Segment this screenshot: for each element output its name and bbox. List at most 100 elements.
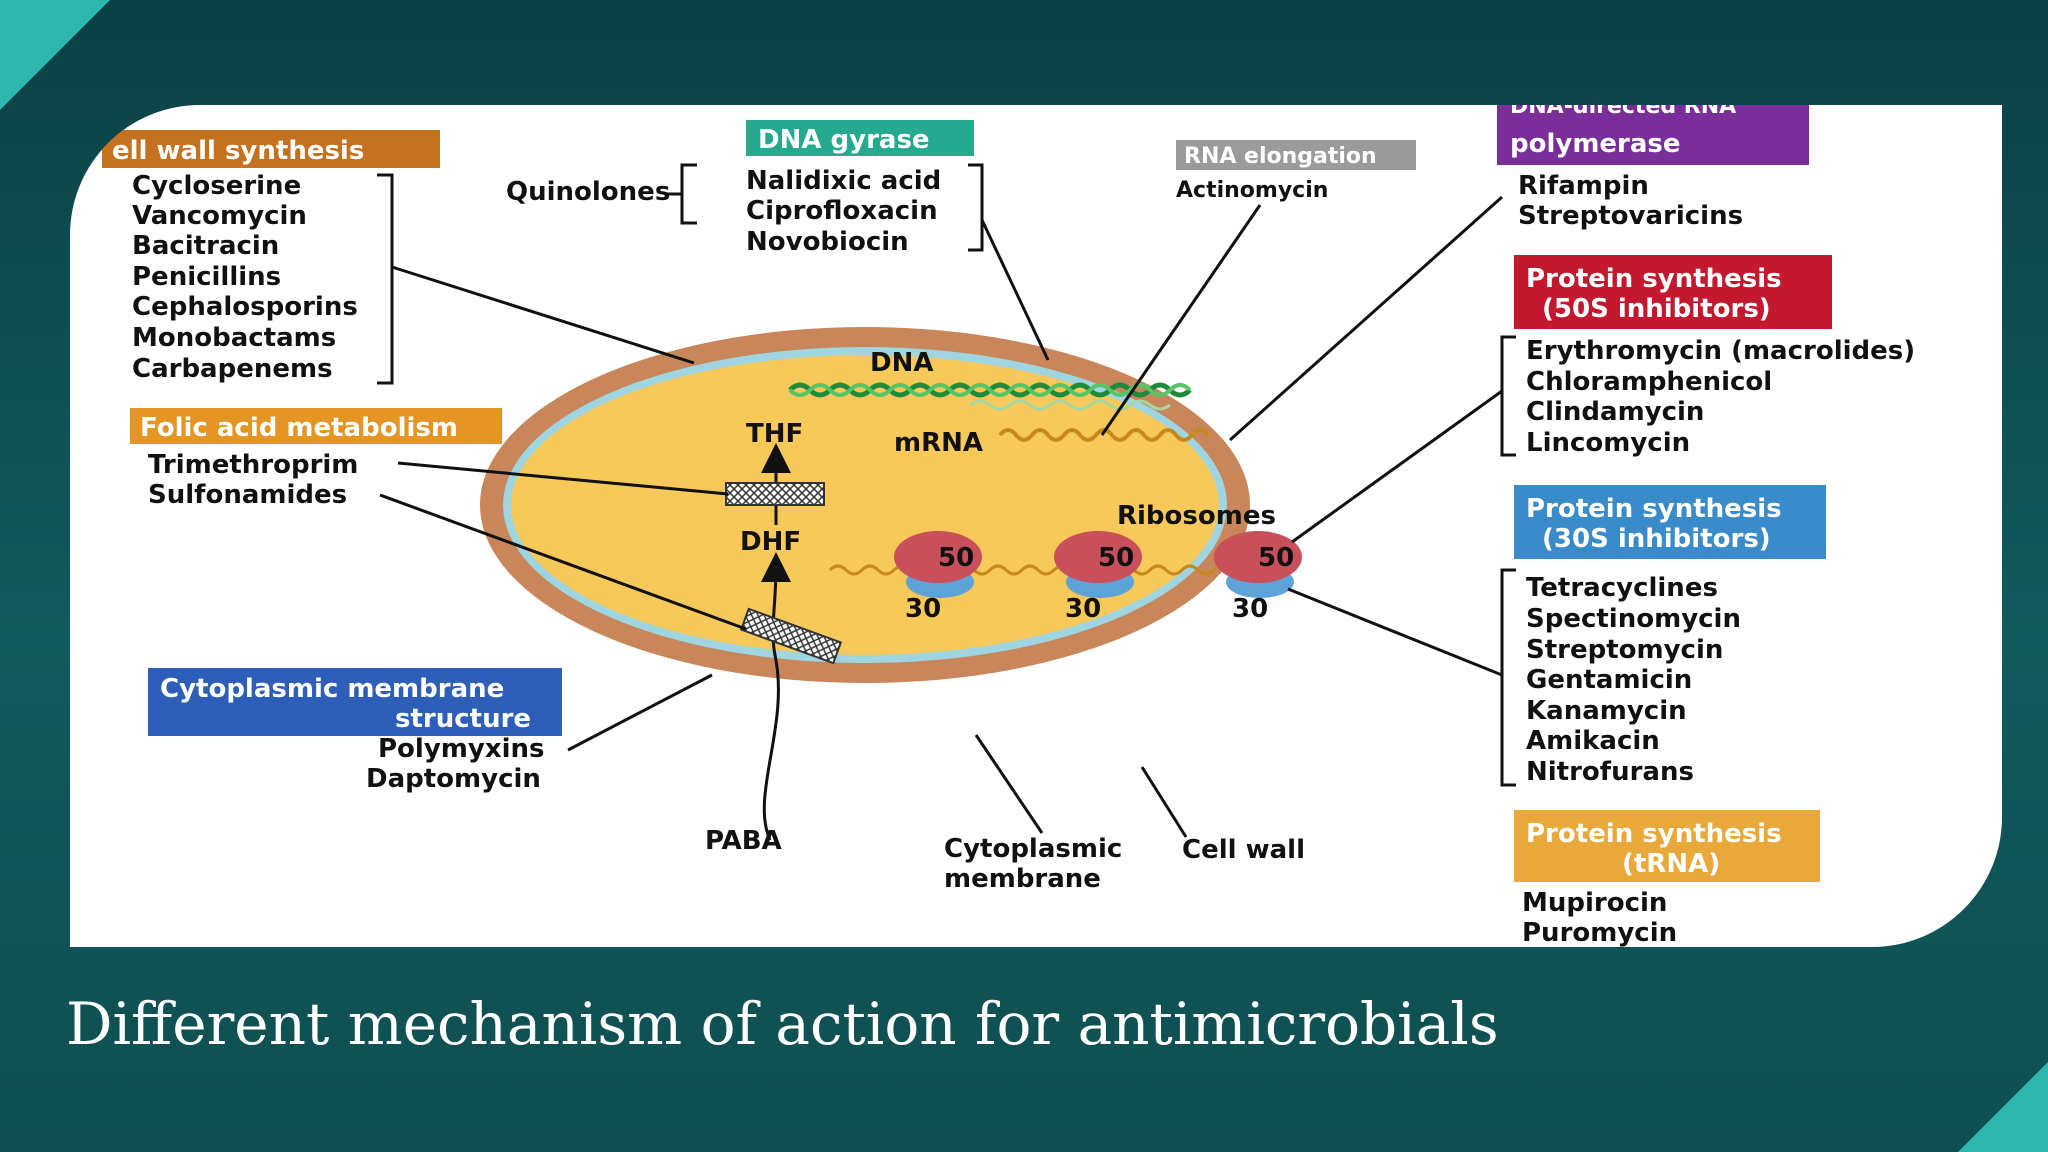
cell-wall-label-connector [1140,766,1188,838]
protein-30s-header [1514,485,1826,559]
protein-50s-header-line2: (50S inhibitors) [1542,294,1771,324]
antimicrobial-diagram: 50 50 50 30 30 30 THF DHF PABA DNA mRNA … [102,105,1915,947]
diagram-panel: 50 50 50 30 30 30 THF DHF PABA DNA mRNA … [70,105,2002,947]
cytoplasmic-membrane-connector [974,734,1044,834]
cell-wall-connector [391,265,695,365]
drug-item: Bacitracin [132,231,279,261]
membrane-structure-header-line1: Cytoplasmic membrane [160,674,504,704]
ribosomes-label: Ribosomes [1117,501,1276,531]
drug-item: Tetracyclines [1526,573,1718,603]
drug-item: Actinomycin [1176,178,1328,203]
rna-elongation-header [1176,140,1416,170]
cell-wall-label: Cell wall [1182,835,1305,865]
subunit-50-label-1: 50 [938,543,974,573]
quinolones-label: Quinolones [506,177,670,207]
cell-wall-bracket [377,173,394,385]
folic-block-lower [739,607,843,665]
cytoplasmic-membrane-label-line2: membrane [944,864,1101,894]
paba-arrow [760,552,791,841]
membrane-structure-header-line2: structure [395,704,531,734]
drug-item: Daptomycin [366,764,541,794]
drug-item: Penicillins [132,262,281,292]
drug-item: Clindamycin [1526,397,1704,427]
protein-50s-header-line1: Protein synthesis [1526,264,1782,294]
drug-item: Carbapenems [132,354,333,384]
dna-gyrase-header-text: DNA gyrase [758,125,930,155]
cell-wall-synthesis-header [102,130,440,168]
drug-item: Amikacin [1526,726,1660,756]
folic-acid-header-text: Folic acid metabolism [140,413,458,443]
subunit-50-label-2: 50 [1098,543,1134,573]
subunit-30-label-3: 30 [1232,594,1268,624]
rna-polymerase-header-cut-text: DNA-directed RNA [1510,105,1736,119]
drug-item: Cycloserine [132,171,301,201]
sulfonamides-connector [379,493,747,631]
rna-polymerase-header-text: polymerase [1510,129,1681,159]
drug-item: Polymyxins [378,734,545,764]
drug-item: Puromycin [1522,918,1677,947]
drug-item: Erythromycin (macrolides) [1526,336,1915,366]
drug-item: Rifampin [1518,171,1649,201]
dna-gyrase-connector [980,219,1050,361]
dhf-label: DHF [740,527,801,557]
cell-wall-synthesis-header-text: ell wall synthesis [112,136,364,166]
dna-strand-c [969,399,1171,411]
drug-item: Monobactams [132,323,336,353]
subunit-30-label-2: 30 [1065,594,1101,624]
subunit-50-label-3: 50 [1258,543,1294,573]
ribosome-3 [1214,531,1302,598]
rna-polymerase-header [1497,105,1809,165]
drug-item: Streptomycin [1526,635,1723,665]
subunit-30-label-1: 30 [905,594,941,624]
drug-item: Nitrofurans [1526,757,1694,787]
drug-item: Streptovaricins [1518,201,1743,231]
drug-item: Lincomycin [1526,428,1690,458]
protein-30s-header-line2: (30S inhibitors) [1542,524,1771,554]
protein-30s-bracket [1500,568,1516,787]
protein-trna-header [1514,810,1820,882]
dna-gyrase-bracket [968,163,984,252]
folic-block-upper [725,482,825,506]
drug-item: Chloramphenicol [1526,367,1772,397]
rna-elongation-header-text: RNA elongation [1184,144,1377,169]
paba-label: PABA [705,826,782,856]
drug-item: Cephalosporins [132,292,358,322]
drug-item: Mupirocin [1522,888,1667,918]
dna-gyrase-header [746,120,974,156]
cytoplasmic-membrane-label-line1: Cytoplasmic [944,834,1122,864]
membrane-connector [567,673,713,752]
protein-50s-header [1514,255,1832,329]
drug-item: Kanamycin [1526,696,1687,726]
membrane-structure-header [148,668,562,736]
folic-acid-header [130,408,502,444]
slide-caption: Different mechanism of action for antimi… [66,990,1499,1058]
ribosome-2 [1054,531,1142,598]
protein-trna-header-line2: (tRNA) [1622,849,1720,879]
quinolones-bracket [666,163,697,225]
drug-item: Sulfonamides [148,480,347,510]
drug-item: Ciprofloxacin [746,196,938,226]
drug-item: Vancomycin [132,201,307,231]
drug-item: Trimethroprim [148,450,358,480]
cytoplasm [511,355,1219,655]
cell-wall-synthesis-drugs: Cycloserine Vancomycin Bacitracin Penici… [132,171,358,384]
dna-strand-b [788,383,1192,397]
drug-item: Spectinomycin [1526,604,1741,634]
mrna-label: mRNA [894,428,983,458]
protein-50s-connector [1291,389,1503,544]
decor-corner-top-left [0,0,110,110]
drug-item: Gentamicin [1526,665,1692,695]
protein-trna-header-line1: Protein synthesis [1526,819,1782,849]
drug-item: Nalidixic acid [746,166,941,196]
mrna-ribosome-strand [828,564,1232,576]
decor-corner-bottom-right [1958,1062,2048,1152]
rna-polymerase-connector [1229,195,1503,442]
rna-elongation-connector [1100,204,1262,436]
drug-item: Novobiocin [746,227,909,257]
ribosome-1 [894,531,982,598]
trimethoprim-connector [397,461,729,496]
thf-label: THF [746,419,803,449]
protein-30s-connector [1287,587,1503,677]
protein-30s-header-line1: Protein synthesis [1526,494,1782,524]
